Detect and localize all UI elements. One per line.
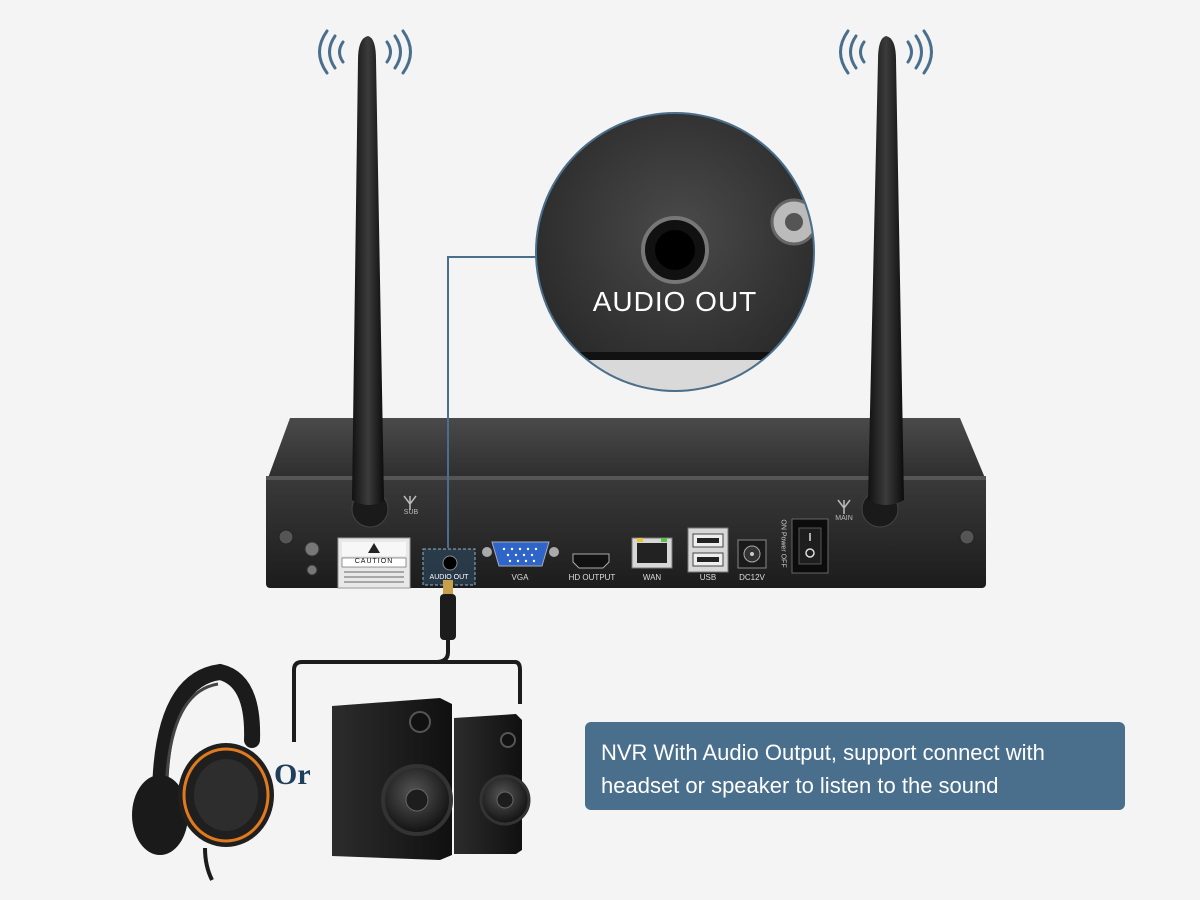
caption-box: NVR With Audio Output, support connect w…	[585, 722, 1125, 810]
wifi-signal-icon-right	[839, 29, 933, 75]
antenna-icon-main	[837, 499, 851, 514]
port-label-dc: DC12V	[739, 573, 765, 582]
port-label-usb: USB	[699, 573, 717, 582]
dc-power-port	[737, 539, 767, 569]
power-switch-label: ON Power OFF	[779, 519, 787, 568]
caution-sticker	[337, 537, 411, 589]
antenna-label-main: MAIN	[835, 515, 853, 522]
port-label-hdmi: HD OUTPUT	[568, 573, 616, 582]
or-label: Or	[274, 758, 311, 791]
wifi-signal-icon-left	[318, 29, 412, 75]
callout-line	[447, 256, 537, 548]
headset-image	[132, 663, 274, 881]
hdmi-port	[572, 553, 610, 569]
zoom-label: AUDIO OUT	[592, 286, 758, 317]
port-label-vga: VGA	[511, 573, 529, 582]
caption-text: NVR With Audio Output, support connect w…	[601, 740, 1045, 798]
caution-label: CAUTION	[354, 558, 394, 565]
antenna-left	[352, 36, 384, 505]
port-label-wan: WAN	[642, 573, 662, 582]
vga-port	[482, 541, 559, 567]
antenna-icon-sub	[403, 495, 417, 510]
audio-out-port	[422, 548, 476, 586]
audio-cable	[292, 580, 522, 742]
speakers-image	[332, 698, 531, 860]
port-label-audio: AUDIO OUT	[429, 574, 469, 581]
usb-ports	[687, 527, 729, 573]
antenna-right	[868, 36, 904, 505]
power-switch	[791, 518, 829, 574]
wan-port	[631, 537, 673, 569]
antenna-label-sub: SUB	[403, 509, 419, 516]
audio-out-zoom-callout	[535, 112, 815, 392]
